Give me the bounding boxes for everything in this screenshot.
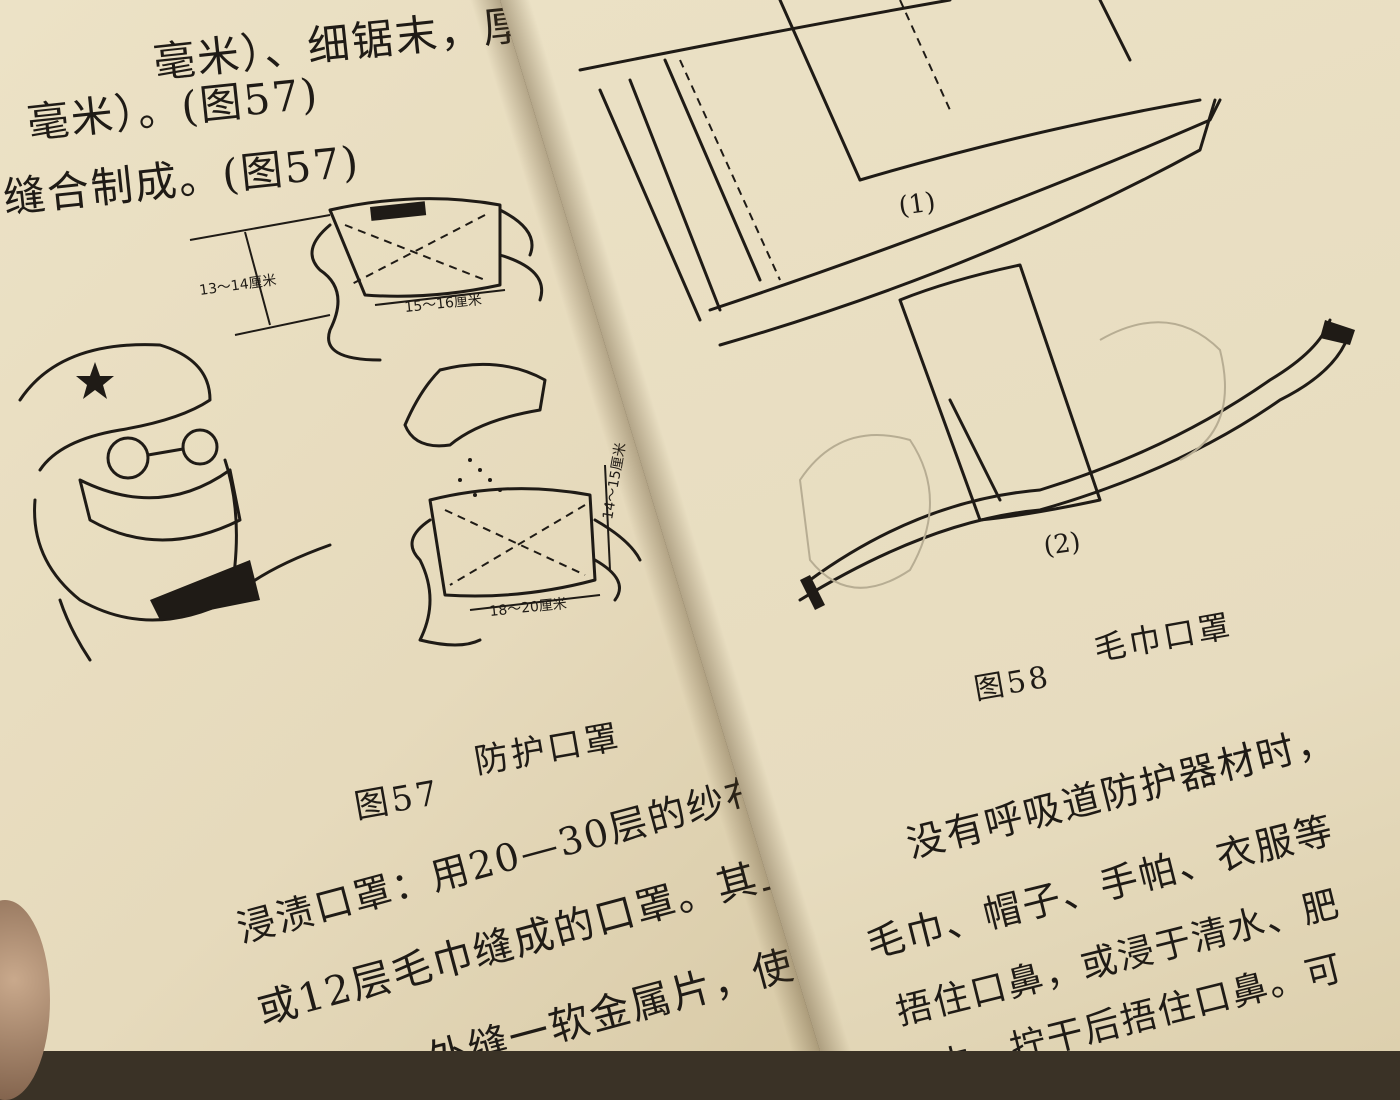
fig57-dim-width2: 18～20厘米 [489, 596, 568, 620]
figure-58-illustration: (1) (2) [578, 0, 1355, 610]
fig58-part-2-label: (2) [1042, 527, 1083, 562]
fig58-part-1-label: (1) [897, 187, 938, 222]
fig57-dim-height: 13～14厘米 [198, 272, 277, 299]
figure-57-illustration: 13～14厘米 15～16厘米 18～20厘米 14～15厘米 [18, 197, 642, 662]
